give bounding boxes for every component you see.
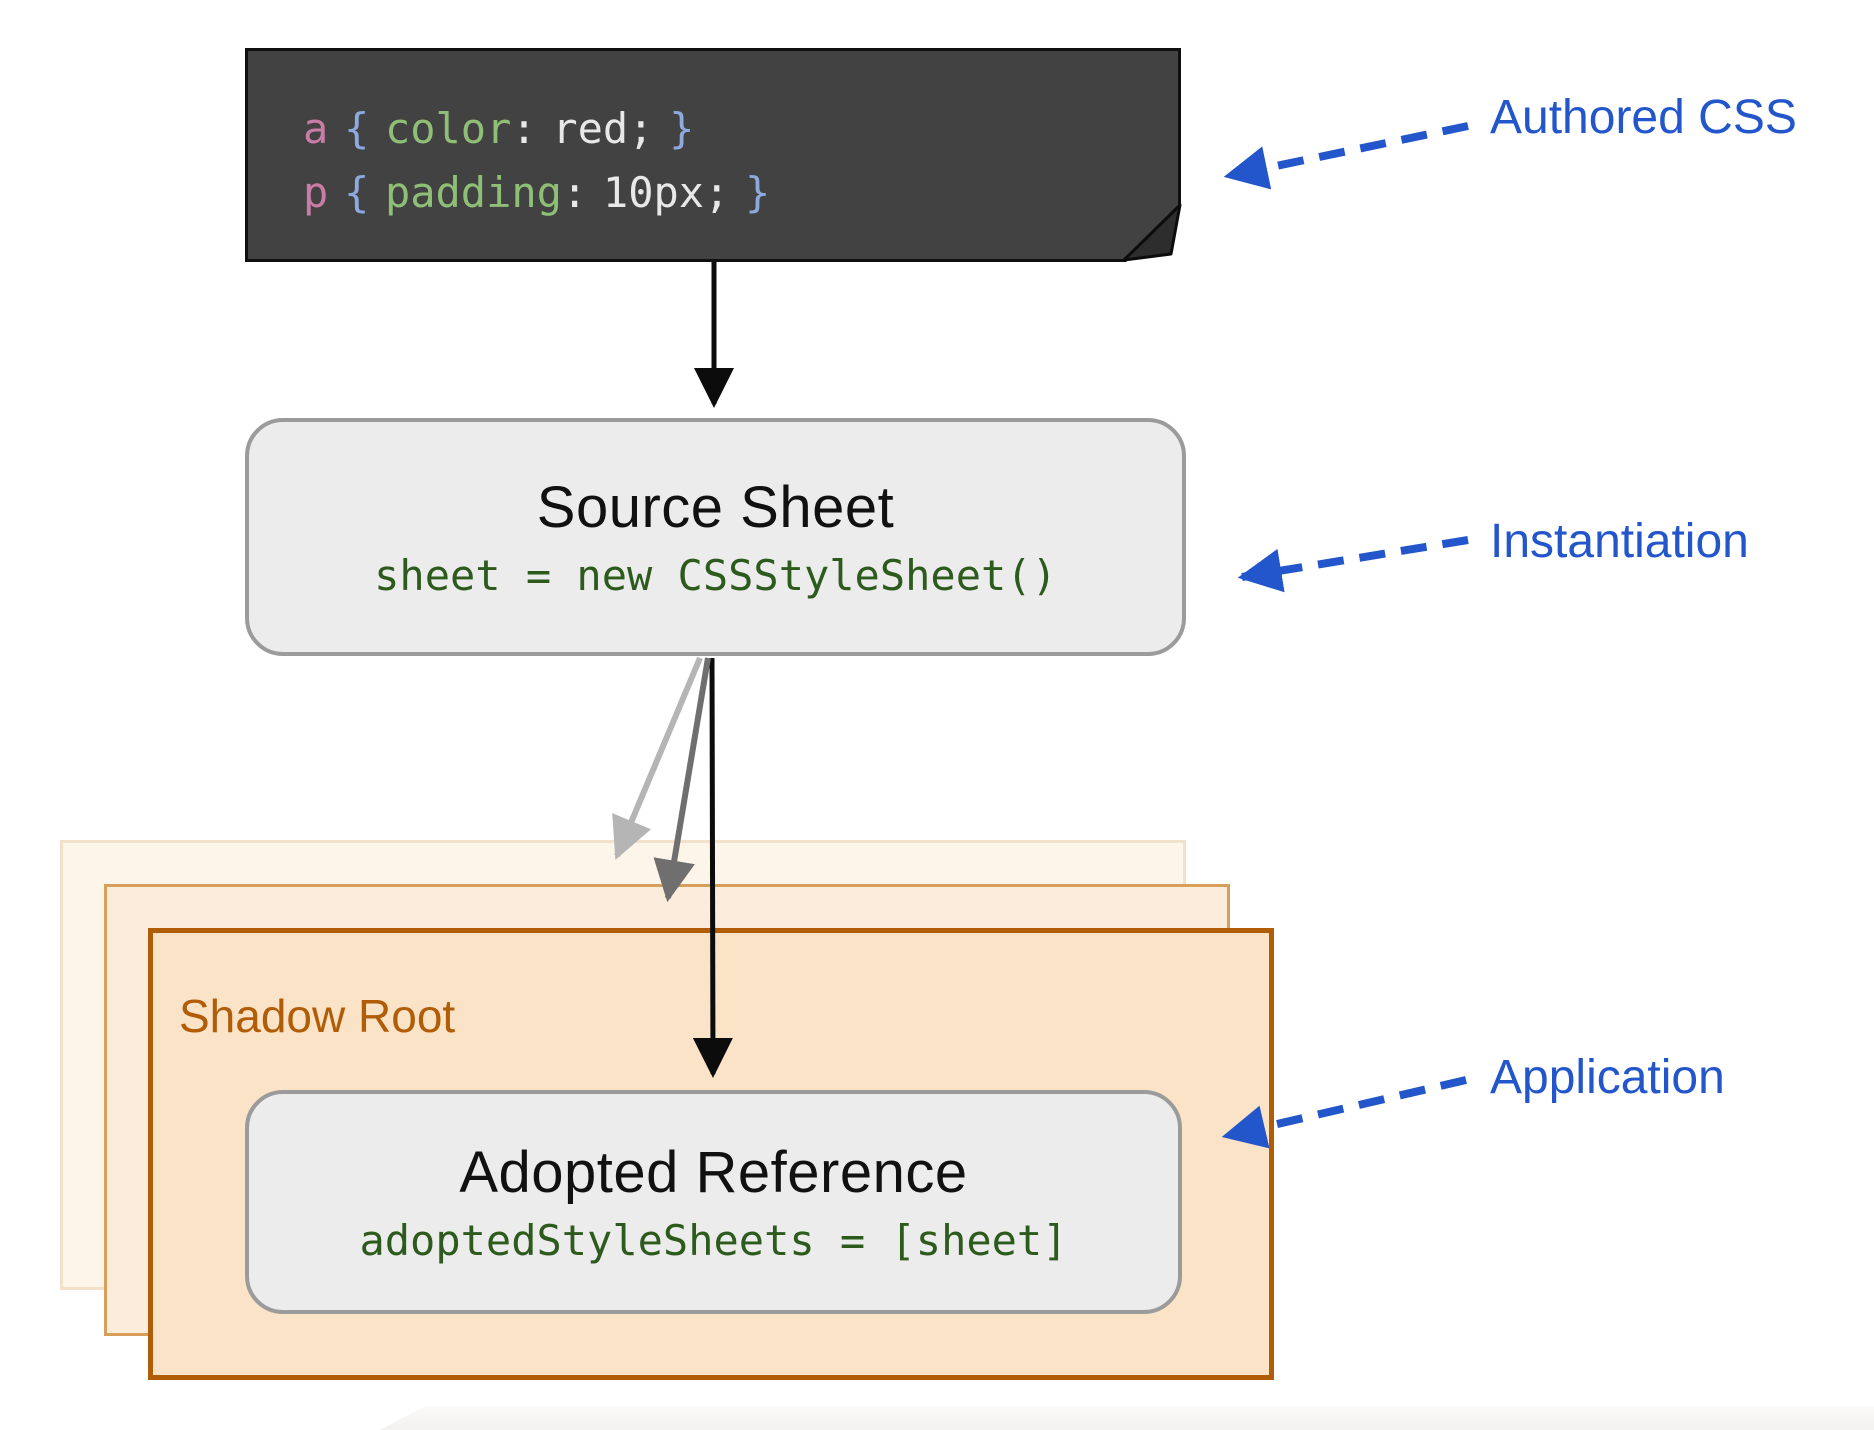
source-sheet-title: Source Sheet	[536, 475, 895, 540]
adopted-reference-box: Adopted Reference adoptedStyleSheets = […	[245, 1090, 1182, 1314]
css-value: red;	[552, 104, 654, 153]
css-property: color	[384, 104, 512, 153]
css-colon: :	[511, 104, 537, 153]
css-rule-line: a { color: red;}	[303, 97, 770, 161]
css-value: 10px;	[602, 168, 730, 217]
source-sheet-code: sheet = new CSSStyleSheet()	[374, 551, 1057, 600]
arrow-instantiation-annotation	[1237, 536, 1469, 593]
css-open-brace: {	[343, 104, 370, 153]
css-close-brace: }	[745, 168, 771, 217]
source-sheet-box: Source Sheet sheet = new CSSStyleSheet()	[245, 418, 1186, 656]
css-colon: :	[561, 168, 588, 217]
css-open-brace: {	[343, 168, 370, 217]
css-close-brace: }	[669, 104, 695, 153]
css-rule-line: p { padding:10px;}	[303, 161, 770, 225]
arrow-source-to-back-shadow	[612, 656, 703, 860]
authored-css-code: a{color:red;} p{padding:10px;}	[303, 97, 770, 225]
instantiation-annotation: Instantiation	[1490, 515, 1749, 568]
shadow-root-label: Shadow Root	[179, 990, 456, 1042]
application-annotation: Application	[1490, 1051, 1725, 1104]
footer-shadow-strip	[380, 1406, 1874, 1430]
arrow-authored-annotation	[1223, 122, 1469, 190]
adopted-reference-code: adoptedStyleSheets = [sheet]	[359, 1216, 1068, 1265]
authored-css-annotation: Authored CSS	[1490, 91, 1797, 144]
css-selector: p	[303, 168, 329, 217]
adopted-reference-title: Adopted Reference	[459, 1140, 968, 1205]
css-property: padding	[384, 168, 562, 217]
css-selector: a	[303, 104, 329, 153]
authored-css-card: a{color:red;} p{padding:10px;}	[245, 48, 1181, 262]
